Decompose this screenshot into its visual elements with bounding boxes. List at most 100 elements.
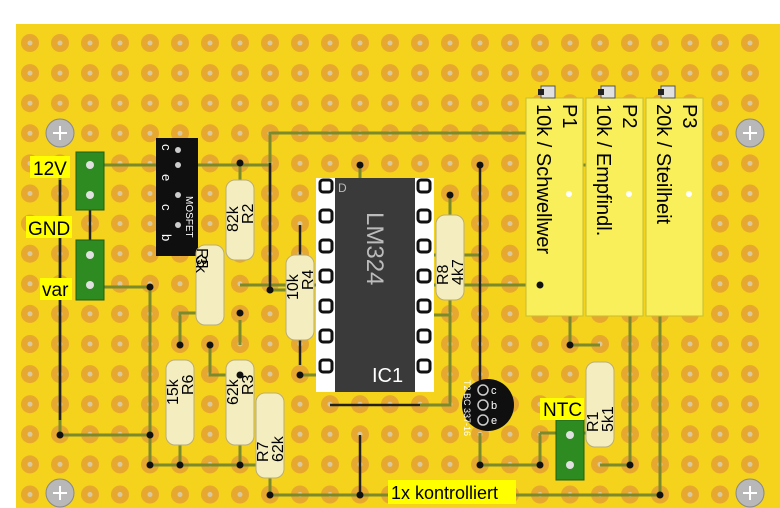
pad-hole	[297, 401, 303, 407]
pad-hole	[507, 160, 513, 166]
pad-hole	[687, 70, 693, 76]
pad-hole	[477, 70, 483, 76]
pad-hole	[657, 70, 663, 76]
ic-name: LM324	[361, 212, 388, 285]
pad-hole	[747, 191, 753, 196]
pot-p1-desc: 10k / Schwellwer	[532, 104, 554, 254]
pad-hole	[147, 100, 153, 106]
r4-label: R4	[300, 269, 317, 290]
pad-hole	[687, 40, 693, 46]
pad-hole	[117, 40, 123, 46]
pad-hole	[717, 311, 723, 317]
pad-hole	[297, 431, 303, 437]
label-ntc: NTC	[543, 400, 582, 421]
pad-hole	[717, 160, 723, 166]
pad-hole	[207, 221, 213, 227]
pad-hole	[177, 130, 183, 136]
mosfet-label: MOSFET	[183, 196, 194, 238]
pad-hole	[27, 461, 33, 467]
transistor-pin-c: c	[491, 385, 497, 397]
pad-hole	[717, 492, 723, 497]
pad-hole	[717, 401, 723, 407]
pad-hole	[27, 191, 33, 196]
r8-label: R8	[435, 264, 452, 285]
pad-hole	[207, 431, 213, 437]
transistor-label: T2 BC 337-16	[462, 380, 472, 436]
r1-label: R1	[585, 411, 602, 432]
pad-hole	[537, 40, 543, 46]
pad-hole	[237, 70, 243, 76]
pad-hole	[207, 70, 213, 76]
pad-hole	[657, 40, 663, 46]
pad-hole	[717, 100, 723, 106]
pad-hole	[747, 281, 753, 287]
r8-value: 4k7	[450, 259, 467, 285]
pad-hole	[717, 431, 723, 437]
pad-hole	[687, 492, 693, 497]
pad-hole	[267, 341, 273, 347]
pad-hole	[237, 100, 243, 106]
pad-hole	[297, 40, 303, 46]
pad-hole	[27, 371, 33, 377]
pad-hole	[297, 160, 303, 166]
pad-hole	[147, 191, 153, 196]
pad-hole	[537, 341, 543, 347]
pad-hole	[747, 431, 753, 437]
mounting-holes	[45, 118, 765, 508]
pad-hole	[57, 70, 63, 76]
pad-hole	[387, 100, 393, 106]
pad-hole	[117, 492, 123, 497]
pad-hole	[147, 130, 153, 136]
pad-hole	[267, 40, 273, 46]
pad-hole	[117, 221, 123, 227]
r5-label: R5	[193, 248, 210, 269]
pad-hole	[117, 130, 123, 136]
pad-hole	[177, 70, 183, 76]
pad-hole	[327, 40, 333, 46]
mosfet-pin-4: b	[159, 234, 174, 241]
var-connector	[75, 239, 105, 301]
pad-hole	[27, 492, 33, 497]
pad-hole	[507, 371, 513, 377]
pad-hole	[447, 431, 453, 437]
resistor-r1: R1 5k1	[585, 361, 617, 448]
pad-hole	[117, 401, 123, 407]
resistor-r8: R8 4k7	[435, 214, 467, 301]
pad-hole	[717, 70, 723, 76]
pad-hole	[117, 70, 123, 76]
pad-hole	[387, 70, 393, 76]
pad-hole	[567, 371, 573, 377]
label-var: var	[42, 280, 69, 301]
pad-hole	[507, 191, 513, 196]
ic-pin	[416, 178, 432, 194]
pad-hole	[117, 251, 123, 257]
pot-p3-desc: 20k / Steilheit	[652, 104, 674, 225]
resistor-r3: 62k R3	[225, 359, 257, 446]
pad-hole	[267, 371, 273, 377]
pad-hole	[537, 70, 543, 76]
pad-hole	[57, 100, 63, 106]
pot-p1: P1 10k / Schwellwer	[525, 85, 584, 317]
pot-p2-desc: 10k / Empfindl.	[592, 104, 614, 236]
pad-hole	[357, 70, 363, 76]
ic-pin	[416, 268, 432, 284]
ic-pin	[318, 298, 334, 314]
r3-label: R3	[240, 374, 257, 395]
pad-hole	[117, 100, 123, 106]
pad-hole	[207, 130, 213, 136]
pad-hole	[357, 100, 363, 106]
pad-hole	[87, 492, 93, 497]
pad-hole	[387, 160, 393, 166]
pad-hole	[507, 341, 513, 347]
pad-hole	[117, 281, 123, 287]
pad-hole	[327, 431, 333, 437]
r6-value: 15k	[165, 378, 182, 405]
pad-hole	[27, 311, 33, 317]
pad-hole	[507, 311, 513, 317]
resistor-r5: R5 3k	[192, 244, 225, 326]
pad-hole	[477, 100, 483, 106]
ic-pin	[318, 238, 334, 254]
mosfet-pin-3: c	[159, 204, 174, 211]
pad-hole	[387, 431, 393, 437]
pad-hole	[507, 40, 513, 46]
